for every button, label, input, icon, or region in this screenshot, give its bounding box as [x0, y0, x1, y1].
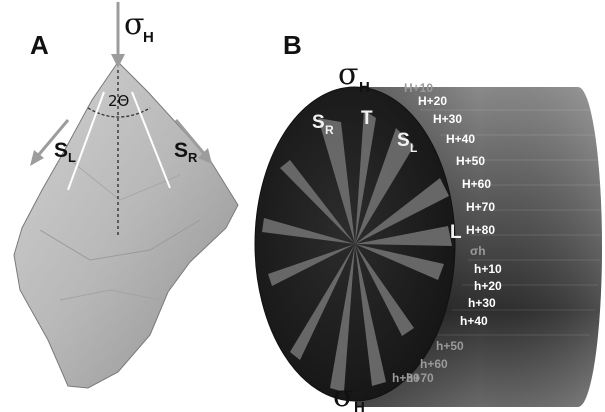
- sl-label: S: [54, 139, 68, 162]
- depth-label: H+10: [404, 81, 433, 95]
- depth-label: h+10: [474, 262, 502, 276]
- panel-a-label: A: [30, 30, 49, 60]
- sigma-h-bottom-symbol: σ: [333, 379, 353, 412]
- sigma-h-symbol: σ: [124, 7, 144, 42]
- depth-label: h+20: [474, 279, 502, 293]
- rose-label-sl-sub: L: [410, 141, 417, 155]
- depth-label: H+80: [466, 223, 495, 237]
- depth-label: h+60: [420, 357, 448, 371]
- sigma-h-arrowhead: [111, 54, 125, 68]
- rose-label-t: T: [361, 108, 373, 129]
- depth-label: H+30: [433, 112, 462, 126]
- sigma-h-bottom-subscript: H: [354, 399, 365, 412]
- panel-b-label: B: [283, 30, 302, 60]
- depth-label: h+50: [436, 339, 464, 353]
- sigma-h-top-symbol: σ: [338, 57, 358, 92]
- rose-label-sr-sub: R: [325, 123, 334, 137]
- angle-label: 2Θ: [108, 92, 129, 110]
- depth-label: h+80: [392, 371, 420, 385]
- depth-label: H+70: [466, 200, 495, 214]
- depth-label: H+20: [418, 94, 447, 108]
- sigma-h-top-subscript: H: [359, 79, 370, 96]
- sl-subscript: L: [68, 150, 76, 165]
- rose-label-sr: S: [312, 112, 325, 133]
- depth-label: h+40: [460, 314, 488, 328]
- depth-label: H+50: [456, 154, 485, 168]
- depth-label: H+60: [462, 177, 491, 191]
- sigma-h-subscript: H: [143, 29, 154, 46]
- depth-label: σh: [470, 244, 486, 258]
- panel-a: A σ H 2Θ S L S R: [14, 2, 238, 388]
- sr-label: S: [174, 139, 188, 162]
- depth-label: H+40: [446, 132, 475, 146]
- rose-label-sl: S: [397, 130, 410, 151]
- depth-label: h+30: [468, 296, 496, 310]
- panel-b: B: [255, 30, 602, 412]
- rose-label-l: L: [450, 222, 462, 243]
- rock-specimen: [14, 62, 238, 388]
- sr-subscript: R: [188, 150, 198, 165]
